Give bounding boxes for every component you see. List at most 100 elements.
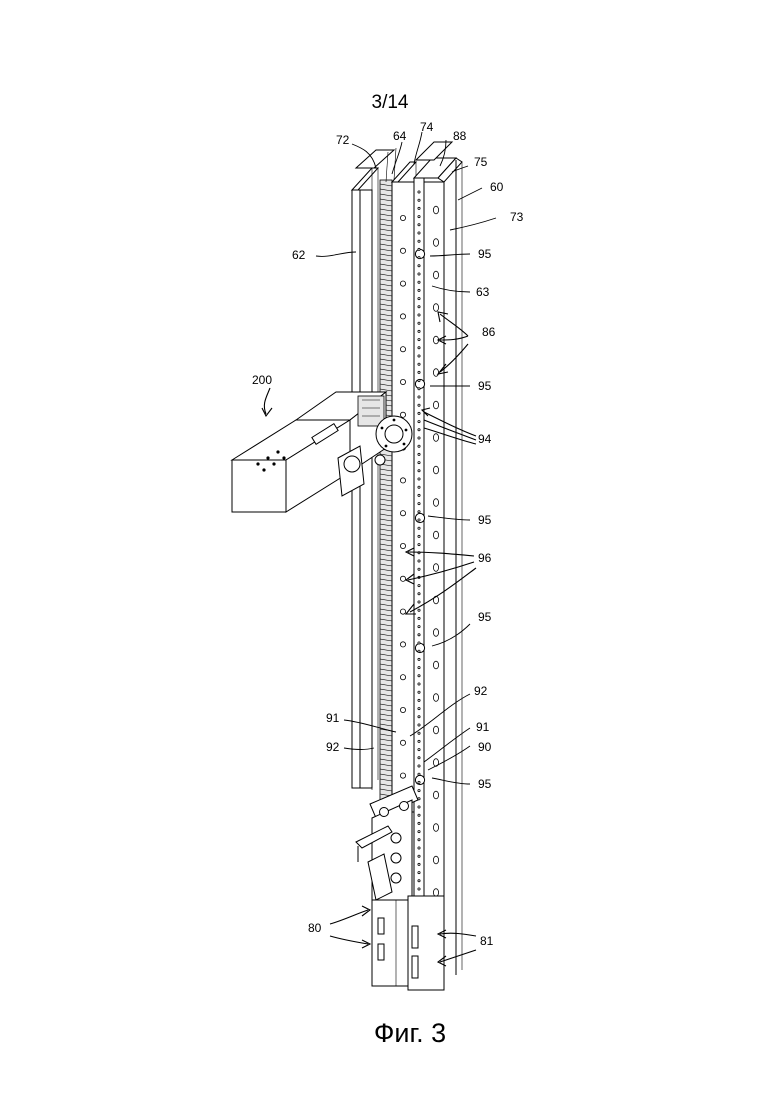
small-hole [418, 683, 420, 685]
small-hole [418, 822, 420, 824]
small-hole [418, 724, 420, 726]
label-95-c: 95 [478, 513, 492, 527]
small-hole [418, 814, 420, 816]
label-72: 72 [336, 133, 350, 147]
small-hole [418, 806, 420, 808]
label-60: 60 [490, 180, 504, 194]
label-94: 94 [478, 432, 492, 446]
small-hole [418, 306, 420, 308]
column-hole [433, 726, 438, 734]
small-hole [418, 199, 420, 201]
column-hole [433, 401, 438, 409]
column-hole [433, 466, 438, 474]
small-hole [418, 773, 420, 775]
mount-hole [400, 707, 405, 712]
small-hole [418, 626, 420, 628]
mount-hole [400, 511, 405, 516]
toothed-rack [380, 180, 392, 800]
figure-caption: Фиг. 3 [330, 1018, 490, 1049]
column-hole [433, 434, 438, 442]
column-hole [433, 239, 438, 247]
small-hole [418, 339, 420, 341]
small-hole [418, 511, 420, 513]
small-hole [418, 642, 420, 644]
mount-hole [400, 543, 405, 548]
column-hole [433, 889, 438, 897]
small-hole [418, 519, 420, 521]
small-hole [418, 732, 420, 734]
small-hole [418, 248, 420, 250]
small-hole [418, 847, 420, 849]
label-96: 96 [478, 551, 492, 565]
small-hole [418, 478, 420, 480]
small-hole [418, 740, 420, 742]
small-hole [418, 298, 420, 300]
small-hole [418, 388, 420, 390]
label-73: 73 [510, 210, 524, 224]
small-hole [418, 675, 420, 677]
small-hole [418, 503, 420, 505]
mount-hole [400, 248, 405, 253]
small-hole [418, 240, 420, 242]
small-hole [418, 445, 420, 447]
small-hole [418, 437, 420, 439]
small-hole [418, 749, 420, 751]
small-hole [418, 765, 420, 767]
small-hole [418, 421, 420, 423]
column-hole [433, 271, 438, 279]
small-hole [418, 527, 420, 529]
label-92-left: 92 [326, 740, 340, 754]
small-hole [418, 601, 420, 603]
small-hole [418, 470, 420, 472]
small-hole [418, 281, 420, 283]
label-91-right: 91 [476, 720, 490, 734]
label-86: 86 [482, 325, 496, 339]
label-95-b: 95 [478, 379, 492, 393]
column-hole [433, 856, 438, 864]
small-hole [418, 404, 420, 406]
mount-hole [400, 215, 405, 220]
small-hole [418, 585, 420, 587]
small-hole [418, 462, 420, 464]
column-hole [433, 531, 438, 539]
small-hole [418, 658, 420, 660]
label-62: 62 [292, 248, 306, 262]
mount-hole [400, 609, 405, 614]
small-hole [418, 568, 420, 570]
label-63: 63 [476, 285, 490, 299]
label-95-d: 95 [478, 610, 492, 624]
mount-hole [400, 347, 405, 352]
column-hole [433, 629, 438, 637]
small-hole [418, 691, 420, 693]
small-hole [418, 355, 420, 357]
mount-hole [400, 675, 405, 680]
small-hole [418, 396, 420, 398]
small-hole [418, 667, 420, 669]
mount-hole [400, 478, 405, 483]
column-hole [433, 304, 438, 312]
mount-hole [400, 412, 405, 417]
small-hole [418, 347, 420, 349]
small-hole [418, 216, 420, 218]
small-hole [418, 839, 420, 841]
label-92-right: 92 [474, 684, 488, 698]
small-hole [418, 412, 420, 414]
small-hole [418, 207, 420, 209]
small-hole [418, 593, 420, 595]
small-hole [418, 322, 420, 324]
small-hole [418, 831, 420, 833]
column-hole [433, 564, 438, 572]
small-hole [418, 757, 420, 759]
small-hole [418, 289, 420, 291]
small-hole [418, 371, 420, 373]
small-hole [418, 535, 420, 537]
label-95-a: 95 [478, 247, 492, 261]
mount-hole [400, 379, 405, 384]
small-hole [418, 888, 420, 890]
small-hole [418, 609, 420, 611]
small-hole [418, 232, 420, 234]
small-hole [418, 314, 420, 316]
small-hole [418, 863, 420, 865]
mount-hole [400, 576, 405, 581]
label-200: 200 [252, 373, 272, 387]
